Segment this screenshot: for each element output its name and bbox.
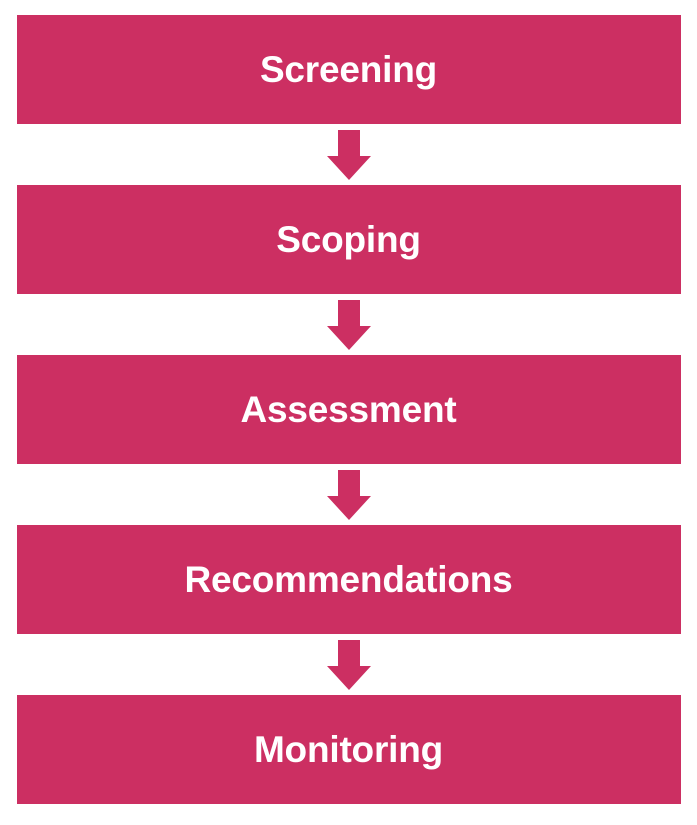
connector-scoping-to-assessment (0, 294, 697, 355)
stage-row: Assessment (0, 355, 697, 464)
stage-label: Scoping (276, 219, 421, 260)
stage-box-recommendations[interactable]: Recommendations (16, 525, 681, 634)
arrow-down-icon (326, 299, 371, 350)
arrow-down-icon (326, 129, 371, 180)
stage-box-screening[interactable]: Screening (16, 15, 681, 124)
stage-row: Scoping (0, 185, 697, 294)
connector-screening-to-scoping (0, 124, 697, 185)
stage-label: Monitoring (253, 729, 444, 770)
stage-box-monitoring[interactable]: Monitoring (16, 695, 681, 804)
stage-row: Monitoring (0, 695, 697, 804)
stage-box-assessment[interactable]: Assessment (16, 355, 681, 464)
arrow-down-icon (326, 469, 371, 520)
connector-recommendations-to-monitoring (0, 634, 697, 695)
stage-row: Screening (0, 15, 697, 124)
stage-label: Recommendations (184, 559, 513, 600)
stage-label: Assessment (240, 389, 457, 430)
stage-label: Screening (259, 49, 438, 90)
arrow-down-icon (326, 639, 371, 690)
stage-row: Recommendations (0, 525, 697, 634)
stage-box-scoping[interactable]: Scoping (16, 185, 681, 294)
connector-assessment-to-recommendations (0, 464, 697, 525)
